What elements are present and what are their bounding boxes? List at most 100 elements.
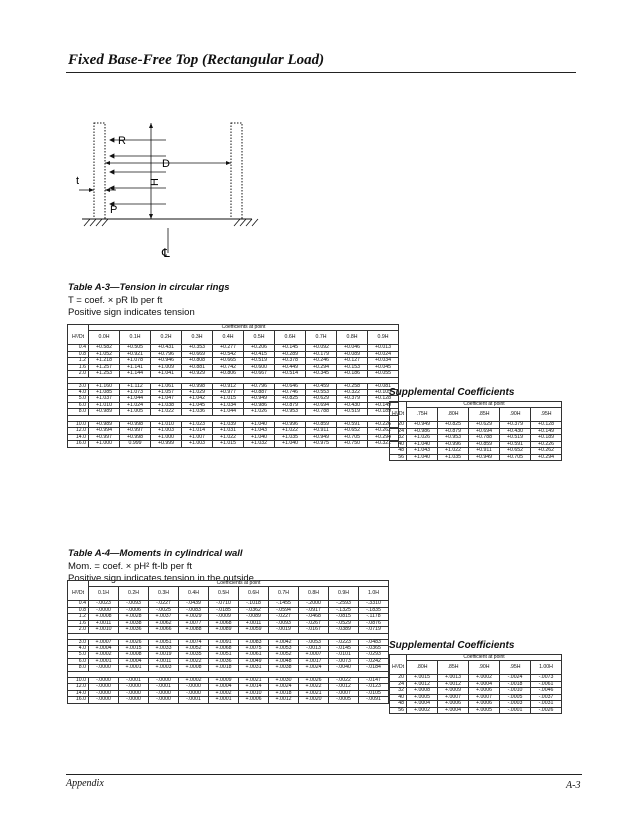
value-cell: +.0005	[468, 706, 500, 715]
value-cell: -.0061	[530, 680, 562, 689]
table-row: 0.8+1.052+0.921+0.796+0.669+0.542+0.415+…	[67, 350, 399, 359]
column-header: .95H	[499, 660, 531, 676]
table-row: 40+.0005+.0007+.0007-.0005-.0037	[389, 693, 562, 702]
table-a4-caption: Table A-4—Moments in cylindrical wall	[68, 548, 243, 559]
value-cell: 0.999	[119, 440, 151, 448]
value-cell: +1.040	[274, 440, 306, 448]
column-header: 0.2H	[150, 330, 182, 346]
column-header: 0.2H	[118, 586, 149, 602]
group-spacer	[67, 633, 389, 640]
table-row: 1.2+1.218+1.078+0.946+0.808+0.665+0.519+…	[67, 357, 399, 365]
table-row: 24+.0012+.0012+.0004-.0018-.0061	[389, 680, 562, 689]
value-cell: -.0123	[358, 683, 389, 691]
value-cell: +0.294	[530, 453, 562, 462]
column-header: 0.5H	[243, 330, 275, 346]
left-wall	[93, 122, 106, 220]
value-cell: -.0000	[88, 696, 119, 704]
table-row: 24+0.986+0.879+0.694+0.430+0.149	[389, 427, 562, 436]
table-row: 16.0-.0000-.0000-.0000-.0001+.0001+.0006…	[67, 696, 389, 704]
value-cell: +.0012	[268, 696, 299, 704]
column-header: 0.3H	[181, 330, 213, 346]
table-row: 20+0.949+0.825+0.629+0.379+0.128	[389, 421, 562, 429]
value-cell: -.0483	[358, 638, 389, 647]
value-cell: -.0184	[358, 664, 389, 672]
table-row: 5.0+1.037+1.044+1.047+1.042+1.015+0.949+…	[67, 395, 399, 403]
band-title: Coefficient at point	[406, 653, 562, 662]
value-cell: -.0147	[358, 676, 389, 685]
band-title: Coefficient at point	[406, 400, 562, 409]
row-key-cell: 56	[389, 706, 407, 715]
table-row: 5.0+.0002+.0008+.0019+.0035+.0051+.0061+…	[67, 651, 389, 659]
row-header-label: H²/Dt	[67, 586, 89, 602]
value-cell: -.1178	[358, 613, 389, 621]
column-header: 0.8H	[336, 330, 368, 346]
value-cell: +1.040	[406, 453, 438, 462]
value-cell: -.0005	[328, 696, 359, 704]
table-a3-formula: T = coef. × pR lb per ft	[68, 295, 163, 306]
label-h: H	[149, 178, 161, 186]
column-header: 0.0H	[88, 330, 120, 346]
value-cell: +0.975	[305, 440, 337, 448]
value-cell: +0.949	[468, 453, 500, 462]
label-p: P	[110, 204, 117, 216]
group-spacer	[67, 671, 389, 678]
value-cell: +.0001	[208, 696, 239, 704]
value-cell: +0.750	[336, 440, 368, 448]
column-header: .85H	[468, 407, 500, 423]
table-row: 8.0-.0000+.0001+.0003+.0008+.0018+.0031+…	[67, 664, 389, 672]
value-cell: +.0006	[238, 696, 269, 704]
value-cell: -.0037	[530, 693, 562, 702]
value-cell: +1.035	[437, 453, 469, 462]
column-header: .90H	[468, 660, 500, 676]
column-header: .95H	[530, 407, 562, 423]
footer-rule	[66, 774, 582, 775]
table-row: 0.4-.0023-.0093-.0227-.0439-.0710-.1018-…	[67, 600, 389, 608]
column-header: 0.1H	[88, 586, 119, 602]
value-cell: -.0242	[358, 657, 389, 666]
table-a4-formula: Mom. = coef. × pH² ft-lb per ft	[68, 561, 193, 572]
table-row: 2.0+.0010+.0036+.0066+.0088+.0089+.0059-…	[67, 626, 389, 634]
band-title: Coefficients at point	[88, 323, 399, 332]
value-cell: +.0004	[437, 706, 469, 715]
table-row: 1.2+.0008+.0028+.0037+.0029-.0009-.0089-…	[67, 613, 389, 621]
table-row: 4.0+1.085+1.073+1.057+1.029+0.977+0.887+…	[67, 388, 399, 397]
column-header: .75H	[406, 407, 438, 423]
title-rule	[66, 72, 576, 73]
table-a3-note: Positive sign indicates tension	[68, 307, 195, 318]
table-a3-caption: Table A-3—Tension in circular rings	[68, 282, 230, 293]
value-cell: -.0026	[530, 706, 562, 715]
column-header: 0.4H	[212, 330, 244, 346]
value-cell: +1.015	[212, 440, 244, 448]
value-cell: -.0365	[358, 644, 389, 653]
value-cell: -.0000	[118, 696, 149, 704]
group-spacer	[67, 377, 399, 384]
table-row: 48+.0004+.0006+.0006-.0003-.0031	[389, 700, 562, 708]
table-row: 1.6+1.257+1.141+1.009+0.881+0.742+0.600+…	[67, 363, 399, 372]
value-cell: +.0002	[406, 706, 438, 715]
value-cell: +1.032	[243, 440, 275, 448]
column-header: 0.7H	[268, 586, 299, 602]
row-header-label: H²/Dt	[389, 407, 407, 423]
table-row: 56+1.040+1.035+0.949+0.705+0.294	[389, 453, 562, 462]
footer-page-number: A-3	[566, 780, 581, 791]
table-row: 10.0-.0000-.0001-.0000+.0002+.0009+.0021…	[67, 676, 389, 685]
value-cell: +0.055	[367, 370, 399, 378]
table-row: 2.0+1.253+1.144+1.041+0.929+0.806+0.667+…	[67, 370, 399, 378]
column-header: .80H	[406, 660, 438, 676]
column-header: 0.8H	[298, 586, 329, 602]
value-cell: -.0000	[148, 696, 179, 704]
table-a4-note: Positive sign indicates tension in the o…	[68, 573, 254, 584]
value-cell: +1.000	[88, 440, 120, 448]
table-row: 56+.0002+.0004+.0005-.0001-.0026	[389, 706, 562, 715]
column-header: 0.9H	[328, 586, 359, 602]
column-header: 0.6H	[238, 586, 269, 602]
footer-appendix: Appendix	[66, 778, 104, 789]
supp-a3-title: Supplemental Coefficients	[389, 387, 515, 398]
